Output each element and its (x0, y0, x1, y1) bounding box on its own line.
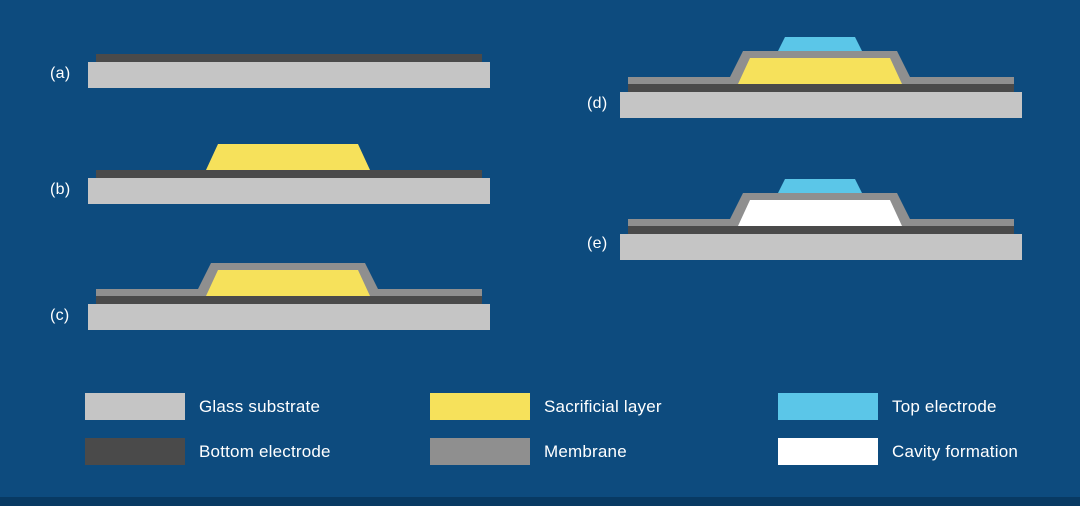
legend-item-top-electrode: Top electrode (778, 393, 997, 420)
legend-label-top-electrode: Top electrode (892, 396, 997, 416)
legend-item-cavity-formation: Cavity formation (778, 438, 1018, 465)
swatch-rect (85, 438, 185, 465)
step-b-diagram (88, 144, 490, 204)
step-a-label: (a) (50, 65, 71, 82)
cavity-region (738, 200, 902, 226)
bottom-electrode-layer (96, 170, 482, 178)
membrane-swatch (430, 438, 530, 465)
bottom-electrode-layer (96, 54, 482, 62)
legend-label-bottom-electrode: Bottom electrode (199, 441, 331, 461)
sacrificial-layer (738, 58, 902, 84)
step-b-label: (b) (50, 181, 71, 198)
step-c-label: (c) (50, 307, 70, 324)
legend-label-glass-substrate: Glass substrate (199, 396, 321, 416)
swatch-rect (778, 438, 878, 465)
swatch-rect (85, 393, 185, 420)
sacrificial-layer (206, 270, 370, 296)
glass-substrate-swatch (85, 393, 185, 420)
legend-item-bottom-electrode: Bottom electrode (85, 438, 331, 465)
glass-substrate-layer (88, 178, 490, 204)
step-c-diagram (88, 263, 490, 330)
swatch-rect (778, 393, 878, 420)
top-electrode-swatch (778, 393, 878, 420)
cavity-formation-swatch (778, 438, 878, 465)
bottom-electrode-layer (628, 226, 1014, 234)
sacrificial-layer-swatch (430, 393, 530, 420)
bottom-electrode-swatch (85, 438, 185, 465)
legend-item-membrane: Membrane (430, 438, 627, 465)
sacrificial-layer (206, 144, 370, 170)
glass-substrate-layer (620, 92, 1022, 118)
glass-substrate-layer (620, 234, 1022, 260)
bottom-electrode-layer (628, 84, 1014, 92)
step-a-diagram (88, 54, 490, 88)
glass-substrate-layer (88, 304, 490, 330)
step-d-diagram (620, 37, 1022, 118)
top-electrode-layer (778, 179, 862, 193)
bottom-electrode-layer (96, 296, 482, 304)
step-d-label: (d) (587, 95, 608, 112)
step-e-diagram (620, 179, 1022, 260)
swatch-rect (430, 393, 530, 420)
top-electrode-layer (778, 37, 862, 51)
footer-bar (0, 497, 1080, 506)
legend-label-sacrificial-layer: Sacrificial layer (544, 396, 662, 416)
glass-substrate-layer (88, 62, 490, 88)
step-e-label: (e) (587, 235, 608, 252)
legend-label-membrane: Membrane (544, 441, 627, 461)
swatch-rect (430, 438, 530, 465)
legend-item-sacrificial-layer: Sacrificial layer (430, 393, 662, 420)
legend-label-cavity-formation: Cavity formation (892, 441, 1019, 461)
legend-item-glass-substrate: Glass substrate (85, 393, 320, 420)
